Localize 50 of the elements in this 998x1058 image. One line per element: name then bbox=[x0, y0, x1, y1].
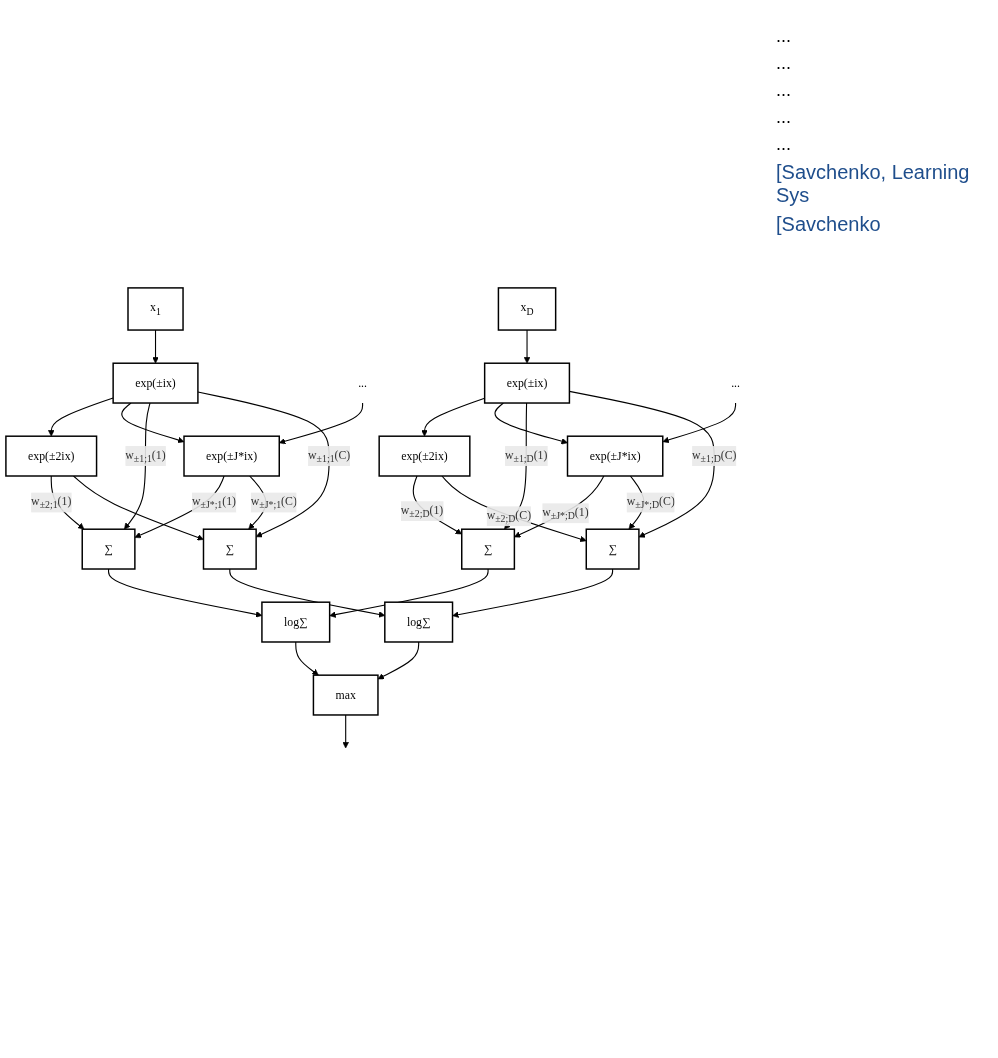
edge-label: w$_{±J*;D}$(C) bbox=[626, 494, 675, 511]
node-box: exp(±2ix) bbox=[378, 435, 471, 477]
node-box: x$_{D}$ bbox=[497, 287, 557, 331]
edge-label: w$_{±1;1}$(1) bbox=[125, 448, 166, 464]
node-box: log∑ bbox=[384, 601, 454, 643]
ellipsis: ... bbox=[776, 26, 792, 47]
edge-label: w$_{±2;D}$(C) bbox=[486, 508, 532, 525]
node-text: ... bbox=[731, 376, 740, 389]
arrow bbox=[295, 641, 319, 676]
node-box: exp(±J*ix) bbox=[183, 435, 280, 477]
arrow bbox=[48, 397, 114, 437]
edge-label: w$_{±J*;D}$(1) bbox=[542, 505, 589, 522]
arrow bbox=[152, 329, 159, 364]
arrow bbox=[568, 390, 715, 538]
node-box: exp(±J*ix) bbox=[566, 435, 664, 477]
ellipsis: ... bbox=[776, 80, 792, 101]
edge-label: w$_{±1;1}$(C) bbox=[308, 448, 351, 464]
arrow bbox=[377, 641, 420, 680]
node-box: exp(±2ix) bbox=[5, 435, 98, 477]
edge-label: w$_{±2;1}$(1) bbox=[31, 494, 72, 511]
arrow bbox=[197, 391, 330, 538]
arrow bbox=[494, 402, 568, 445]
arrow bbox=[441, 475, 587, 543]
node-box: log∑ bbox=[261, 601, 331, 643]
ellipsis: ... bbox=[776, 107, 792, 128]
node-box: exp(±ix) bbox=[112, 362, 199, 404]
reference-note: [Savchenko bbox=[776, 213, 882, 236]
ellipsis: ... bbox=[776, 53, 792, 74]
arrow bbox=[342, 714, 349, 749]
node-box: ∑ bbox=[202, 528, 257, 570]
arrow bbox=[662, 402, 737, 443]
edge-label: w$_{±J*;1}$(C) bbox=[250, 494, 297, 511]
node-box: exp(±ix) bbox=[483, 362, 571, 404]
arrow bbox=[514, 475, 605, 538]
arrow bbox=[121, 402, 185, 444]
edge-label: w$_{±1;D}$(1) bbox=[505, 448, 548, 464]
edge-label: w$_{±1;D}$(C) bbox=[692, 448, 737, 464]
reference-note: [Savchenko, Learning Sys bbox=[776, 161, 971, 207]
node-box: ∑ bbox=[81, 528, 136, 570]
node-text: ... bbox=[358, 376, 368, 389]
node-box: ∑ bbox=[585, 528, 640, 570]
arrow bbox=[452, 568, 614, 618]
ellipsis: ... bbox=[776, 134, 792, 155]
edge-label: w$_{±J*;1}$(1) bbox=[191, 494, 237, 511]
edge-label: w$_{±2;D}$(1) bbox=[400, 503, 444, 519]
node-box: max bbox=[312, 674, 379, 716]
node-box: ∑ bbox=[461, 528, 516, 570]
arrow bbox=[523, 329, 531, 364]
arrow bbox=[72, 475, 204, 541]
node-box: x$_{1}$ bbox=[127, 287, 184, 331]
